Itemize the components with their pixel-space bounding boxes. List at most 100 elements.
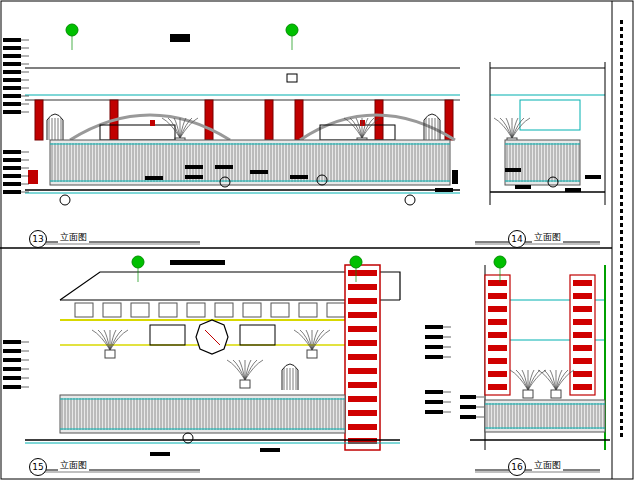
drawing-part	[488, 358, 507, 364]
drawing-line	[251, 398, 252, 430]
drawing-line	[21, 80, 29, 81]
drawing-line	[67, 143, 68, 182]
drawing-curve	[550, 370, 556, 390]
drawing-part	[425, 400, 443, 404]
drawing-line	[188, 398, 189, 430]
drawing-part	[425, 390, 443, 394]
drawing-line	[218, 398, 219, 430]
drawing-line	[61, 143, 62, 182]
drawing-line	[260, 398, 261, 430]
drawing-line	[349, 143, 350, 182]
drawing-line	[534, 143, 535, 182]
callout-number: 15	[32, 463, 43, 472]
drawing-line	[442, 143, 443, 182]
drawing-line	[25, 100, 460, 101]
drawing-line	[242, 398, 243, 430]
drawing-line	[30, 244, 200, 245]
drawing-curve	[506, 118, 512, 138]
drawing-line	[543, 143, 544, 182]
drawing-line	[485, 428, 605, 429]
drawing-line	[556, 403, 557, 429]
drawing-part	[620, 62, 623, 66]
drawing-line	[30, 472, 200, 473]
drawing-part	[425, 335, 443, 339]
drawing-line	[92, 398, 93, 430]
drawing-curve	[180, 118, 198, 138]
drawing-line	[21, 168, 29, 169]
drawing-curve	[245, 360, 263, 380]
drawing-line	[124, 143, 125, 182]
drawing-line	[331, 143, 332, 182]
drawing-part	[620, 370, 623, 374]
drawing-part	[620, 300, 623, 304]
drawing-line	[167, 398, 168, 430]
drawing-line	[191, 398, 192, 430]
drawing-line	[103, 143, 104, 182]
drawing-line	[352, 143, 353, 182]
drawing-line	[50, 181, 450, 182]
elevation-title: 立面图	[532, 233, 563, 243]
drawing-line	[525, 143, 526, 182]
drawing-part	[620, 27, 623, 31]
drawing-line	[68, 398, 69, 430]
drawing-part	[620, 244, 623, 248]
drawing-part	[170, 34, 190, 42]
drawing-line	[209, 398, 210, 430]
drawing-part	[3, 158, 21, 162]
drawing-line	[559, 403, 560, 429]
drawing-line	[302, 398, 303, 430]
drawing-line	[287, 398, 288, 430]
drawing-part	[488, 332, 507, 338]
drawing-part	[348, 354, 377, 360]
drawing-part	[170, 260, 225, 265]
drawing-part	[620, 118, 623, 122]
drawing-line	[155, 398, 156, 430]
drawing-line	[443, 402, 451, 403]
drawing-part	[620, 433, 623, 437]
drawing-curve	[300, 115, 455, 140]
drawing-line	[598, 403, 599, 429]
drawing-part	[460, 395, 476, 399]
drawing-line	[82, 143, 83, 182]
drawing-part	[3, 102, 21, 106]
drawing-line	[30, 242, 200, 243]
callout-circle: 16	[508, 458, 526, 476]
drawing-part	[150, 325, 185, 345]
drawing-part	[620, 20, 623, 24]
drawing-line	[58, 118, 59, 140]
drawing-part	[60, 395, 345, 433]
drawing-line	[592, 403, 593, 429]
drawing-curve	[306, 330, 312, 350]
grid-bubble	[317, 175, 327, 185]
drawing-line	[502, 403, 503, 429]
drawing-part	[488, 345, 507, 351]
drawing-line	[181, 143, 182, 182]
drawing-curve	[312, 330, 330, 350]
drawing-line	[558, 143, 559, 182]
drawing-part	[573, 280, 592, 286]
drawing-line	[443, 337, 451, 338]
drawing-line	[433, 143, 434, 182]
drawing-part	[573, 358, 592, 364]
drawing-line	[107, 398, 108, 430]
drawing-line	[25, 67, 460, 68]
drawing-part	[620, 125, 623, 129]
drawing-line	[508, 403, 509, 429]
drawing-line	[415, 143, 416, 182]
drawing-line	[409, 143, 410, 182]
drawing-line	[200, 398, 201, 430]
drawing-line	[586, 403, 587, 429]
drawing-line	[443, 347, 451, 348]
drawing-part	[485, 275, 510, 395]
drawing-line	[505, 403, 506, 429]
drawing-part	[573, 319, 592, 325]
drawing-curve	[282, 364, 298, 390]
drawing-part	[348, 340, 377, 346]
drawing-line	[172, 143, 173, 182]
drawing-part	[620, 195, 623, 199]
drawing-part	[345, 265, 380, 450]
drawing-line	[60, 429, 345, 430]
drawing-line	[313, 143, 314, 182]
drawing-curve	[110, 330, 128, 350]
drawing-line	[254, 398, 255, 430]
